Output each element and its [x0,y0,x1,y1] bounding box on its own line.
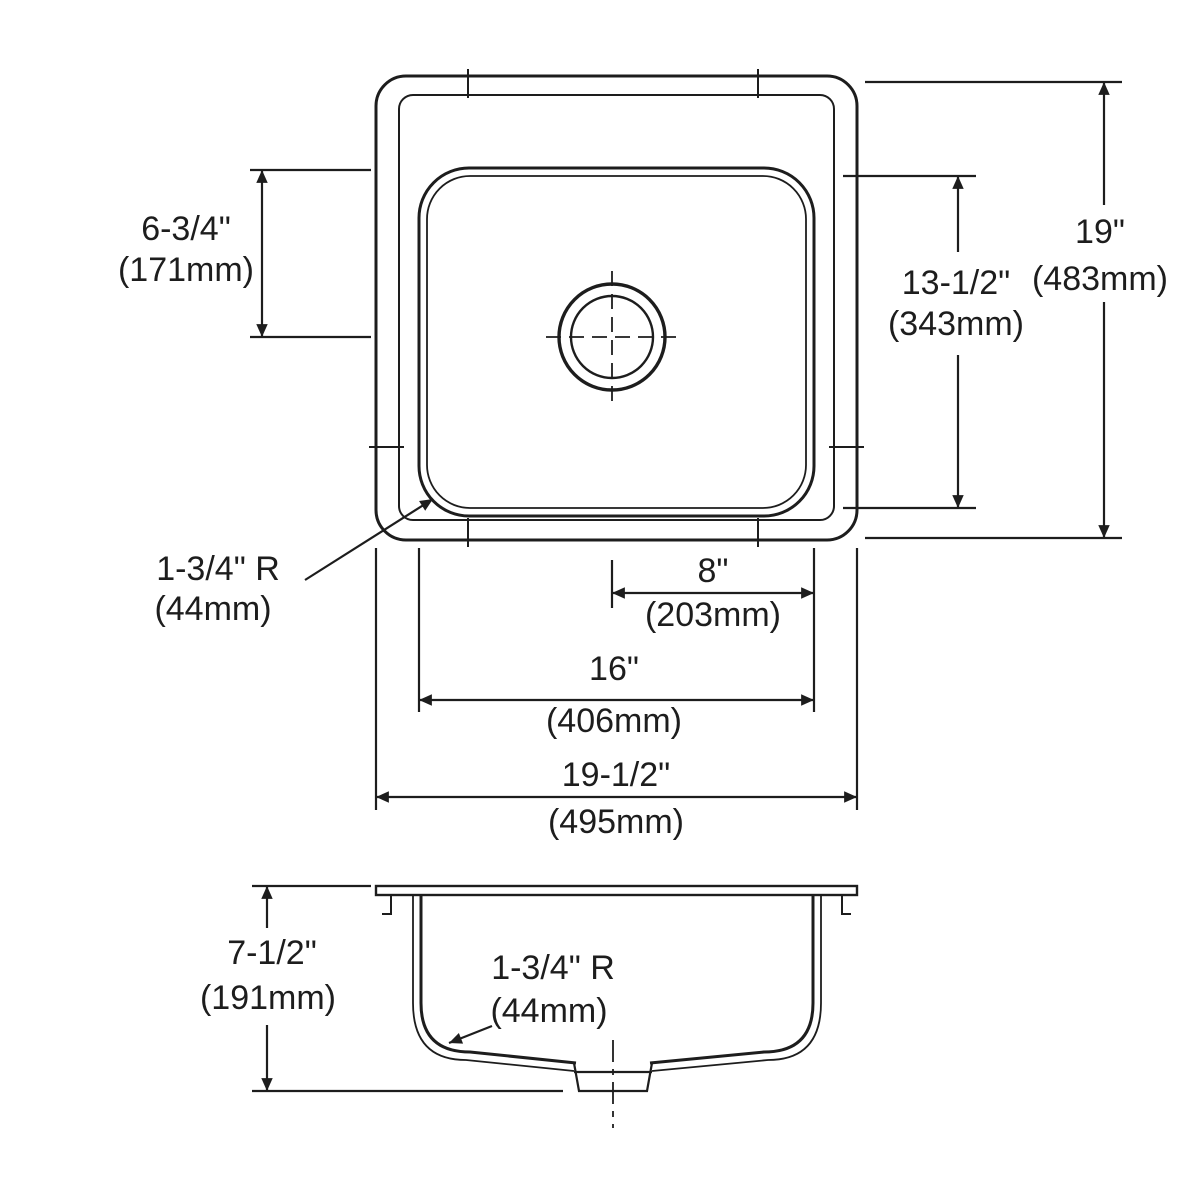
dim-bowl-width [417,548,814,712]
dim-drain-to-edge-inches: 8" [698,552,729,590]
dim-overall-depth-inches: 7-1/2" [227,934,317,972]
dim-drain-to-edge-mm: (203mm) [645,596,781,634]
dim-overall-depth-mm: (191mm) [200,979,336,1017]
sink-top-view [369,69,864,547]
bowl-outline [417,166,816,518]
bowl-inner-outline [426,175,807,509]
dim-overall-front-back [865,80,1122,540]
dim-rim-to-drain-inches: 6-3/4" [141,210,231,248]
sink-outer-rim [374,74,859,542]
dim-bowl-front-back-inches: 13-1/2" [902,264,1010,302]
dim-rim-to-drain-mm: (171mm) [118,251,254,289]
sink-side-view [374,884,859,1128]
dim-overall-width-mm: (495mm) [548,803,684,841]
bowl-profile-outer-right [651,895,822,1072]
dim-overall-front-back-inches: 19" [1075,213,1125,251]
dim-bowl-front-back-mm: (343mm) [888,305,1024,343]
dim-bowl-width-inches: 16" [589,650,639,688]
dim-bowl-front-back [843,174,976,510]
leader-bottom-radius [448,1024,493,1045]
bowl-profile-inner [419,895,815,1065]
mounting-clip-right [841,895,851,915]
dim-overall-depth [252,884,563,1093]
bottom-radius-inches: 1-3/4" R [491,949,615,987]
mounting-clip-ticks [369,69,864,547]
corner-radius-top-inches: 1-3/4" R [156,550,280,588]
leader-corner-radius-top [304,498,434,581]
dim-overall-front-back-mm: (483mm) [1032,260,1168,298]
dim-overall-width [374,548,859,810]
dim-bowl-width-mm: (406mm) [546,702,682,740]
mounting-clip-left [382,895,392,915]
rim-band [374,884,859,897]
dim-rim-to-drain [250,168,371,339]
sink-inner-rim [398,94,835,521]
dim-drain-to-edge [610,548,816,712]
bottom-radius-mm: (44mm) [490,992,607,1030]
drain-symbol [546,271,678,403]
dim-overall-width-inches: 19-1/2" [562,756,670,794]
bowl-profile-outer-left [412,895,575,1072]
corner-radius-top-mm: (44mm) [154,590,271,628]
